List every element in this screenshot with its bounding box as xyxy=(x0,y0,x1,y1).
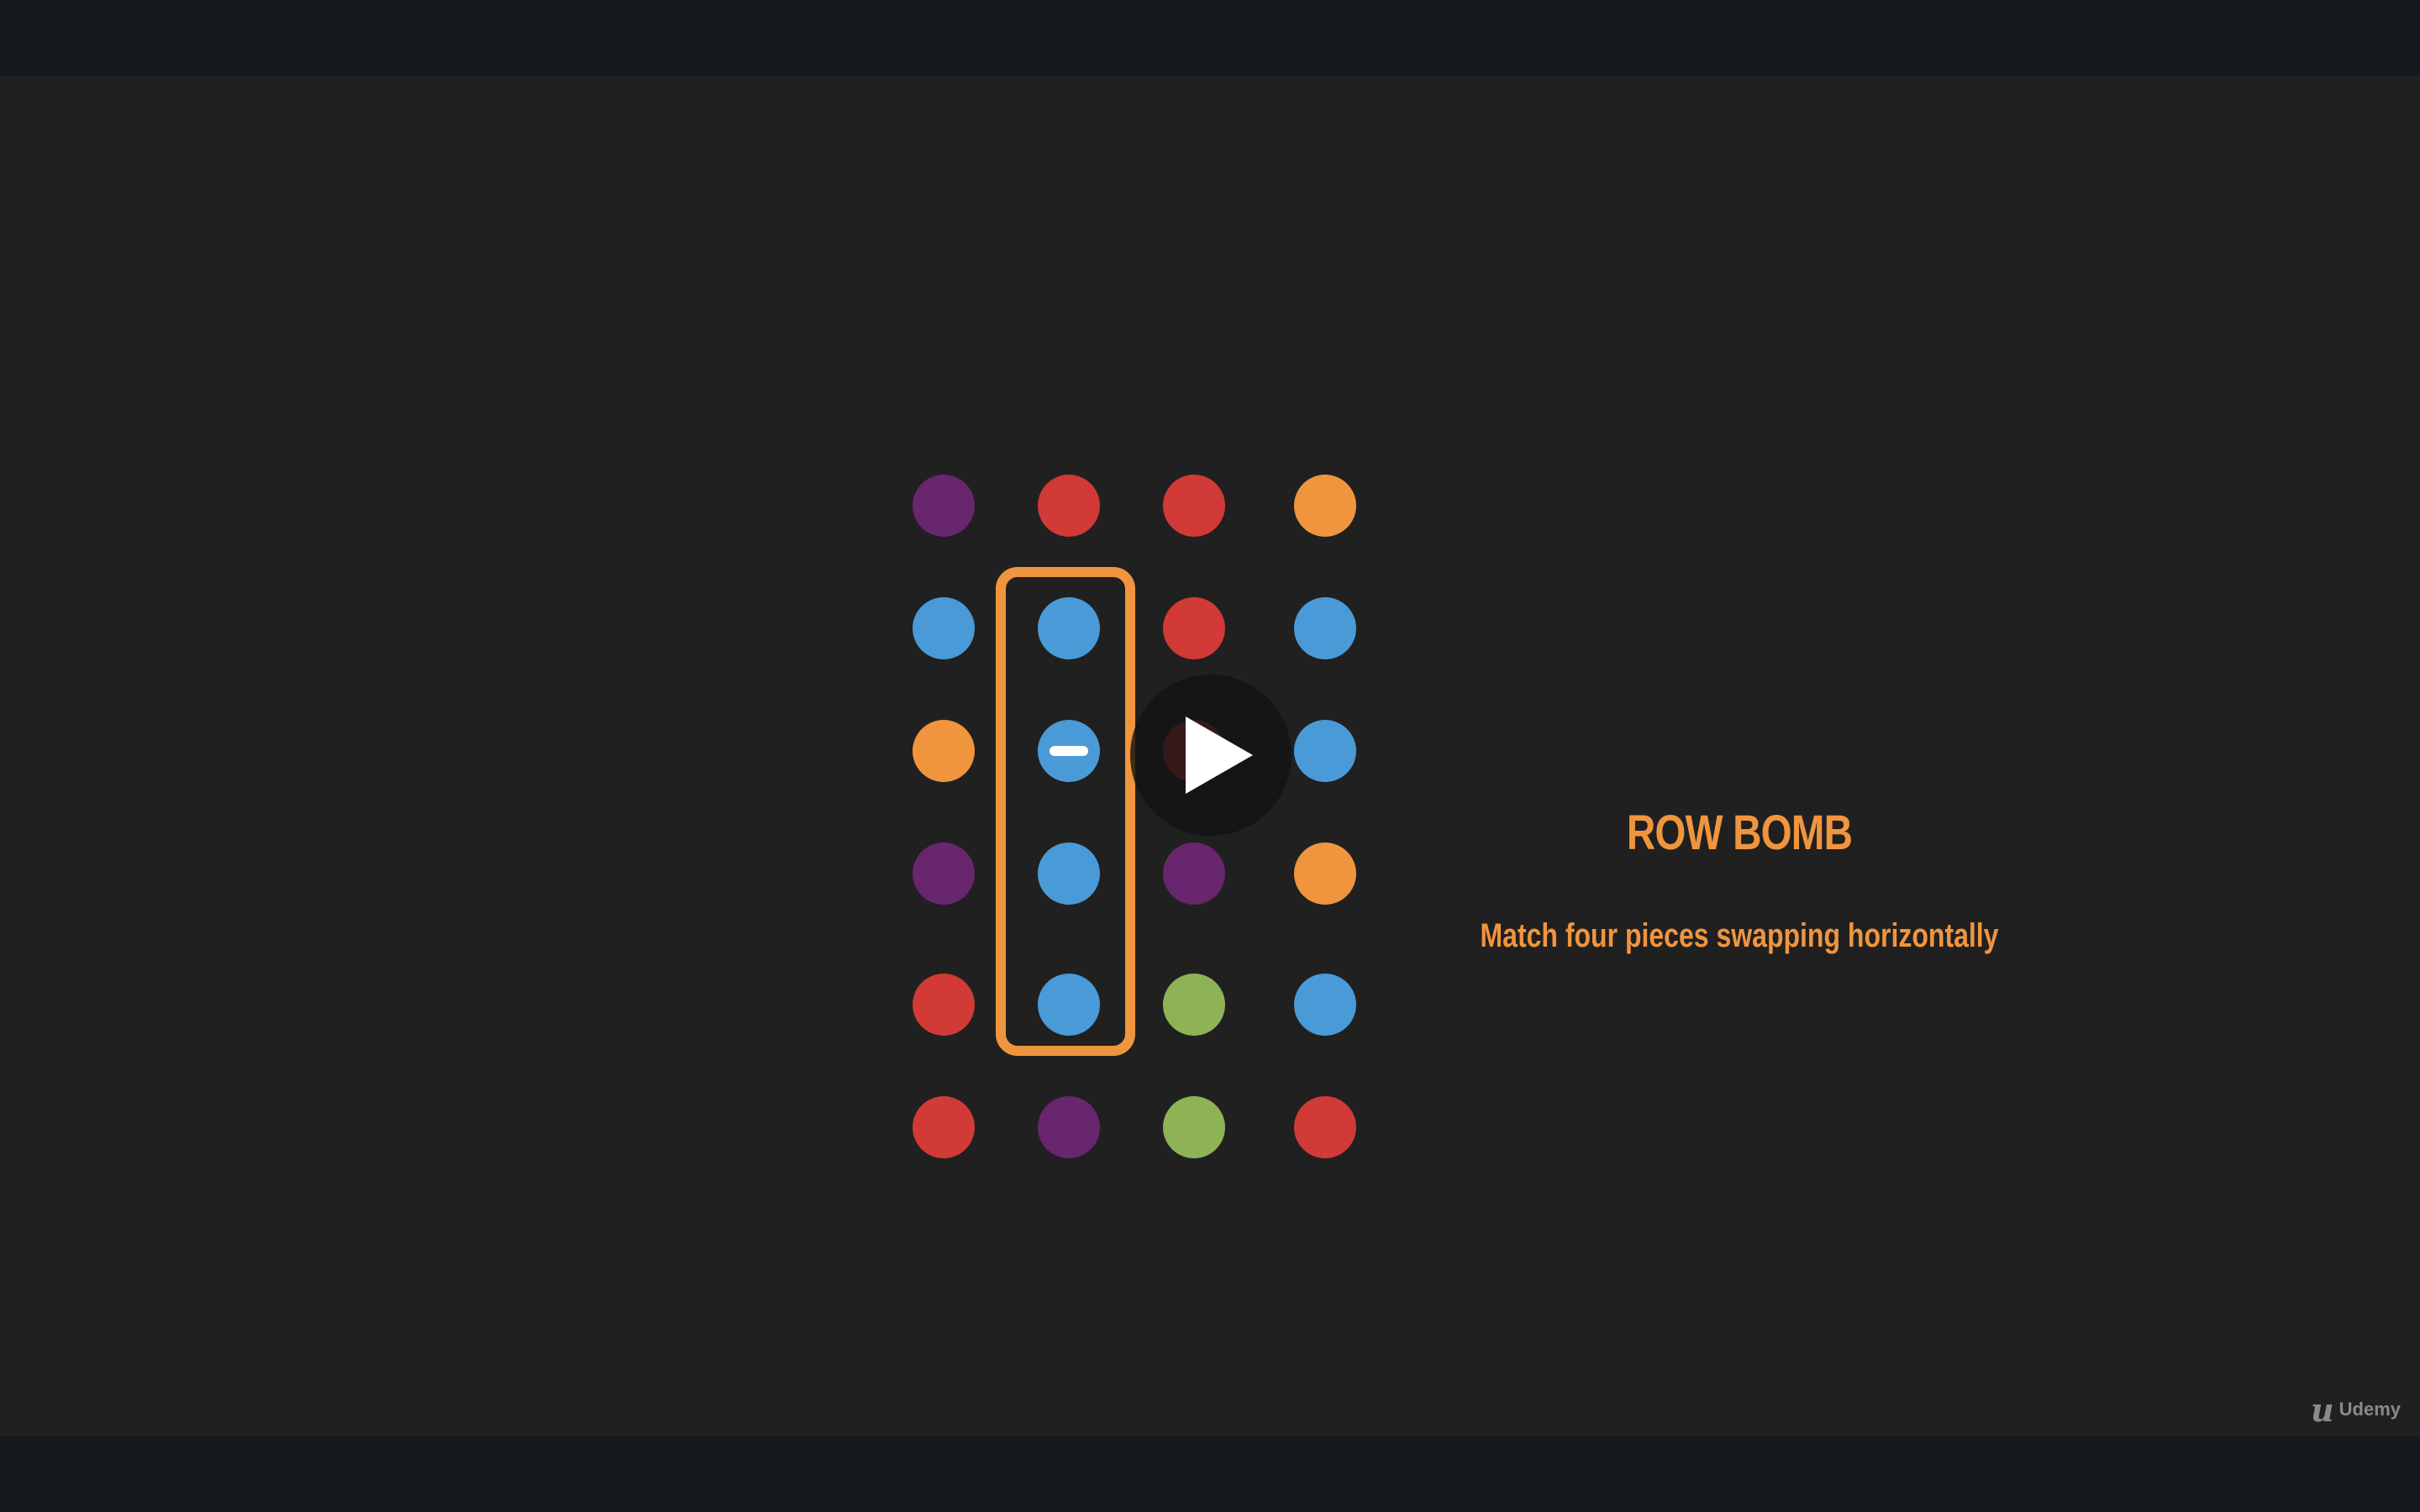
game-piece-blue xyxy=(1038,974,1100,1036)
game-piece-orange xyxy=(913,720,975,782)
game-piece-red xyxy=(1294,1096,1356,1158)
game-piece-red xyxy=(1163,475,1225,537)
game-piece-purple xyxy=(1038,1096,1100,1158)
game-piece-purple xyxy=(1163,843,1225,905)
game-piece-blue xyxy=(1294,597,1356,659)
game-piece-orange xyxy=(1294,475,1356,537)
game-piece-red xyxy=(1038,475,1100,537)
udemy-logo-mark: u xyxy=(2311,1390,2334,1429)
game-piece-purple xyxy=(913,843,975,905)
game-piece-red xyxy=(913,974,975,1036)
game-piece-orange xyxy=(1294,843,1356,905)
game-piece-blue xyxy=(913,597,975,659)
game-piece-red xyxy=(913,1096,975,1158)
game-board xyxy=(0,76,2420,1436)
row-bomb-icon xyxy=(1050,746,1088,756)
slide-title: ROW BOMB xyxy=(1626,806,1853,860)
video-stage[interactable]: ROW BOMB Match four pieces swapping hori… xyxy=(0,76,2420,1436)
play-button[interactable] xyxy=(1130,675,1292,836)
match-highlight-box xyxy=(996,567,1135,1056)
play-icon[interactable] xyxy=(1186,717,1253,794)
row-bomb-piece xyxy=(1038,720,1100,782)
game-piece-red xyxy=(1163,597,1225,659)
udemy-logo: u Udemy xyxy=(2311,1390,2401,1429)
game-piece-purple xyxy=(913,475,975,537)
game-piece-green xyxy=(1163,1096,1225,1158)
game-piece-green xyxy=(1163,974,1225,1036)
bottom-bar xyxy=(0,1436,2420,1512)
game-piece-blue xyxy=(1294,720,1356,782)
top-bar xyxy=(0,0,2420,76)
udemy-logo-text: Udemy xyxy=(2338,1399,2401,1420)
game-piece-blue xyxy=(1038,843,1100,905)
game-piece-blue xyxy=(1038,597,1100,659)
game-piece-blue xyxy=(1294,974,1356,1036)
slide-subtitle: Match four pieces swapping horizontally xyxy=(1480,917,1999,954)
